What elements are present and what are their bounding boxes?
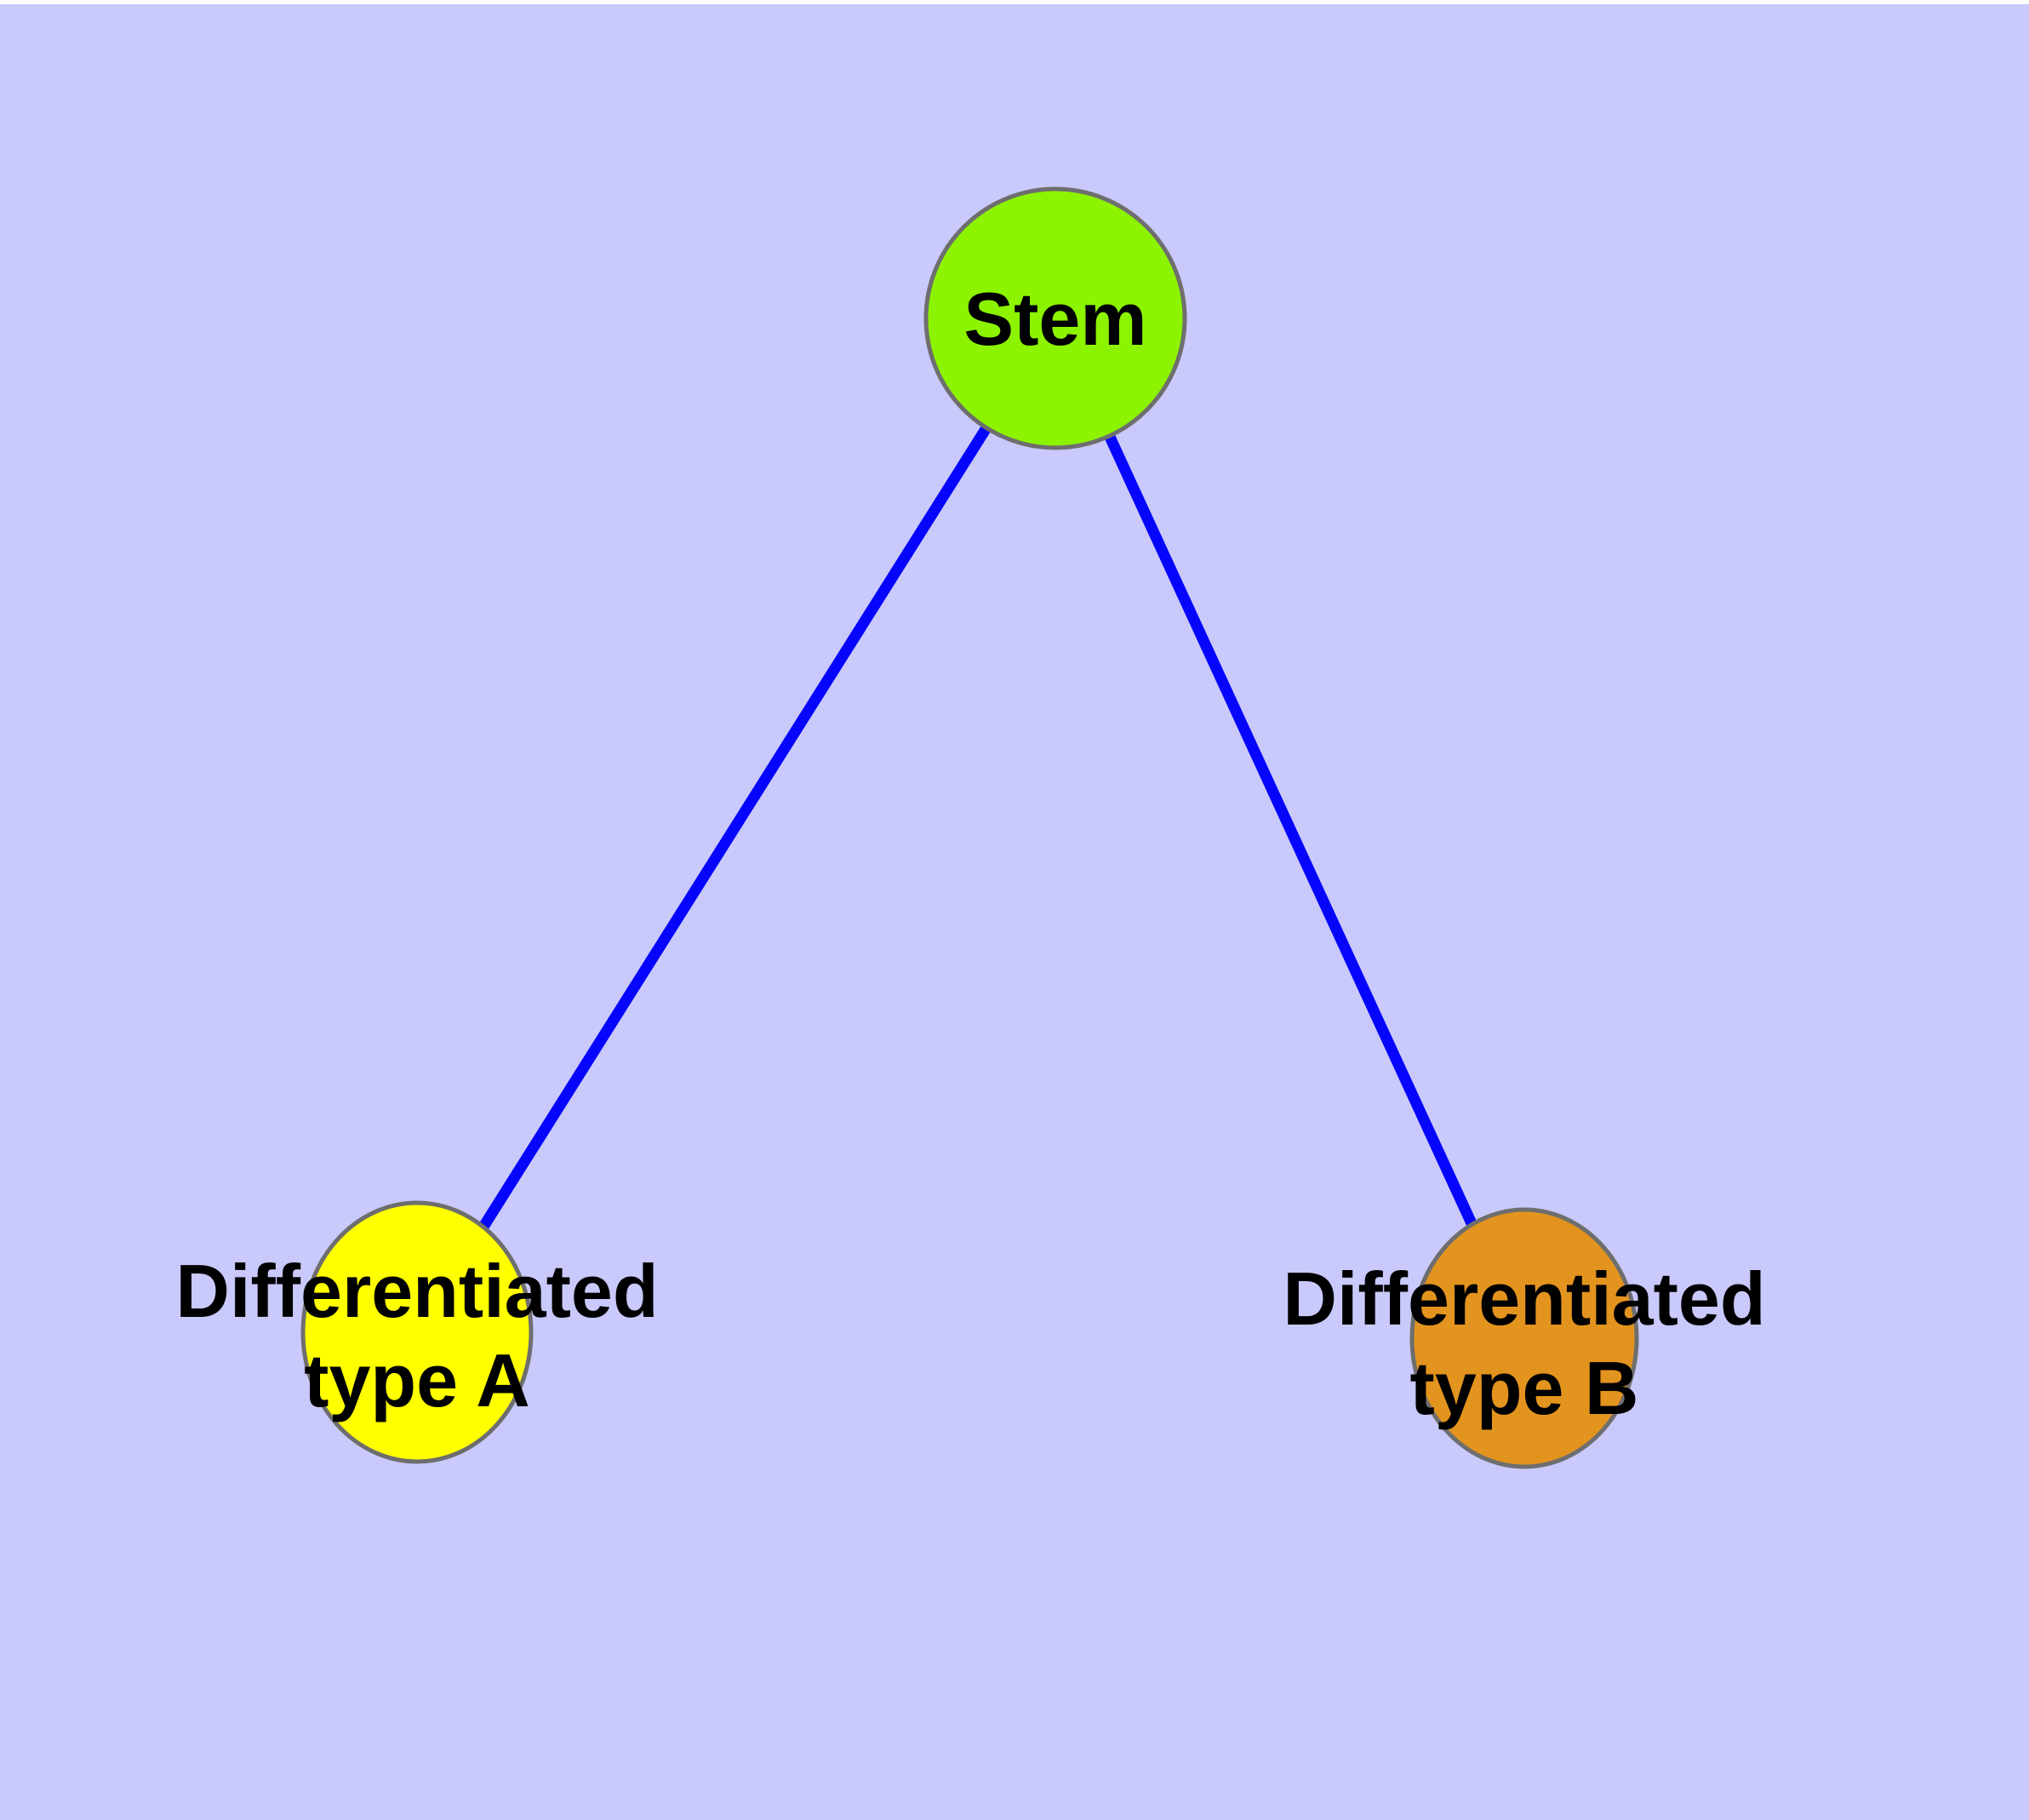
node-differentiated-type-a (300, 1200, 534, 1464)
node-stem-label: Stem (963, 277, 1146, 361)
edge-stem-to-type-a (412, 315, 1060, 1336)
node-differentiated-type-b-label-line1: Differentiated (1283, 1256, 1765, 1341)
edge-stem-to-type-b (1050, 316, 1529, 1341)
top-edge-strip (0, 0, 2029, 4)
node-stem (923, 186, 1187, 450)
node-differentiated-type-b-label-line2: type B (1410, 1346, 1639, 1430)
node-differentiated-type-a-label-line2: type A (304, 1338, 530, 1422)
node-differentiated-type-b (1409, 1207, 1639, 1469)
node-differentiated-type-a-label-line1: Differentiated (175, 1249, 658, 1333)
